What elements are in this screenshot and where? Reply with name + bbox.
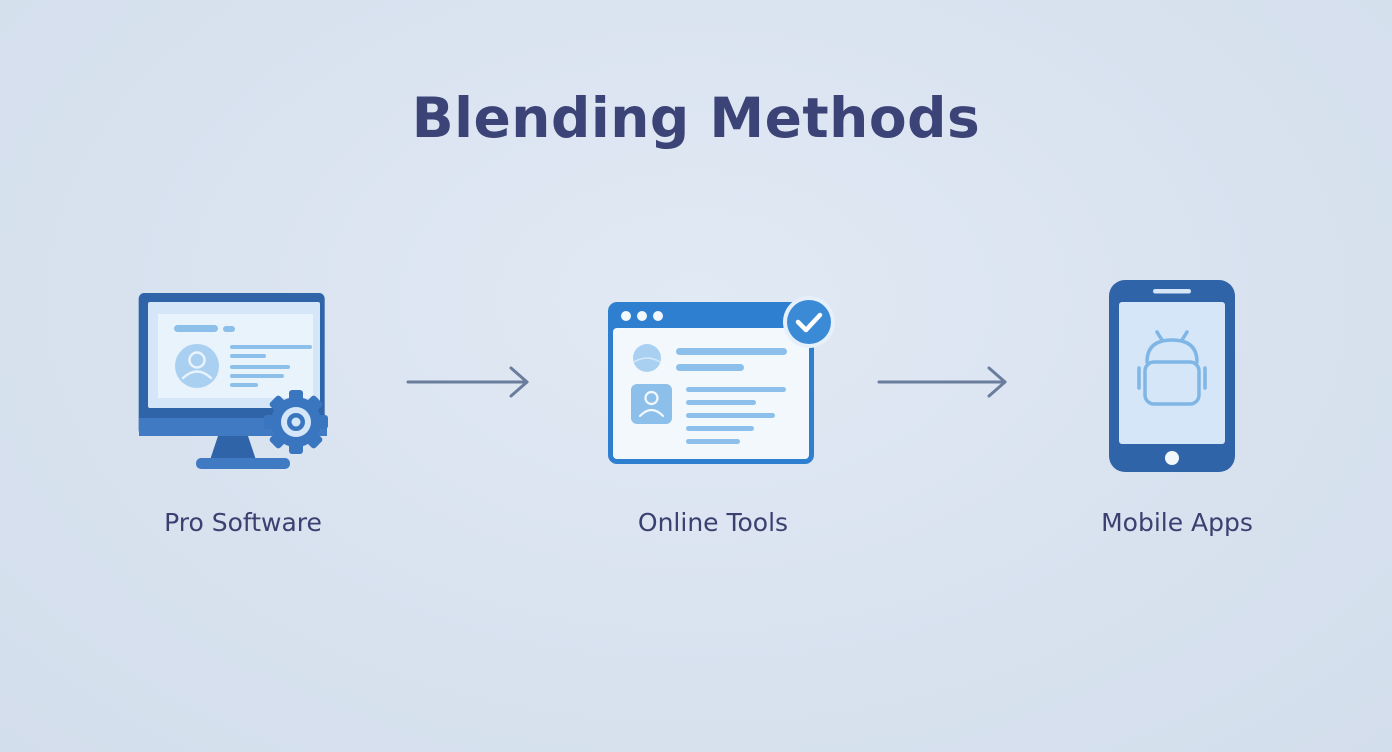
step-mobile-apps (1107, 278, 1237, 478)
arrow-right-icon (877, 366, 1007, 398)
step-label-mobile-apps: Mobile Apps (1101, 508, 1253, 537)
step-online-tools (606, 294, 838, 470)
diagram-title: Blending Methods (411, 86, 981, 150)
step-label-online-tools: Online Tools (637, 508, 789, 537)
browser-window-check-icon (608, 296, 835, 464)
step-pro-software (136, 290, 328, 478)
arrow-right-icon (406, 366, 529, 398)
arrow-online-to-mobile (877, 366, 1013, 402)
desktop-monitor-gear-icon (138, 293, 328, 469)
step-label-pro-software: Pro Software (164, 508, 322, 537)
arrow-pro-to-online (406, 366, 534, 402)
smartphone-android-icon (1109, 280, 1235, 472)
